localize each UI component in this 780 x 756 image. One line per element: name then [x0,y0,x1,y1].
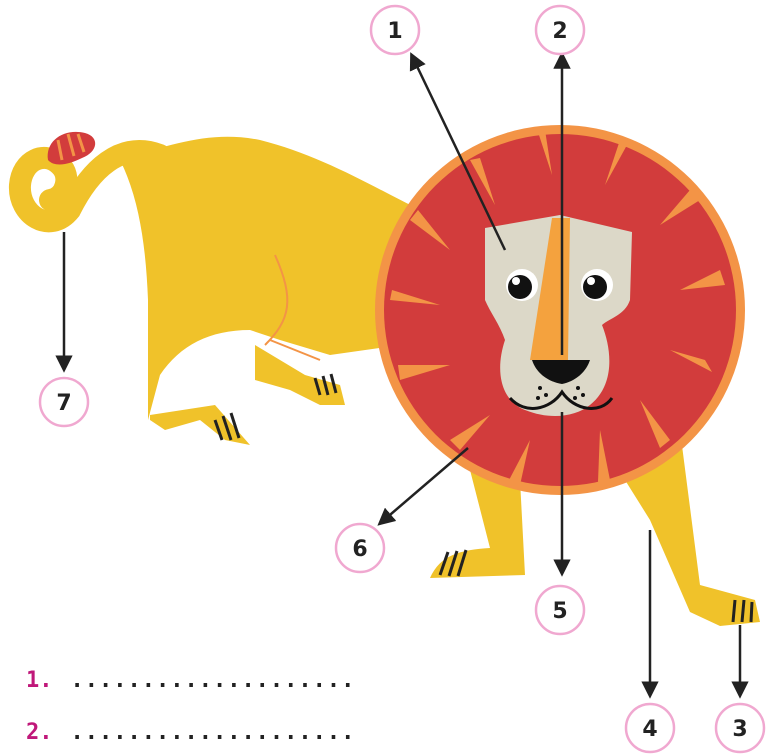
answer-line-1: 1..................... [26,668,355,693]
answer-blank-1[interactable]: .................... [71,668,356,693]
label-6: 6 [336,524,384,572]
label-1: 1 [371,6,419,54]
label-4-text: 4 [642,717,657,742]
label-2: 2 [536,6,584,54]
answer-number-2: 2. [26,720,53,745]
label-6-text: 6 [352,537,367,562]
label-4: 4 [626,704,674,752]
label-7: 7 [40,378,88,426]
answer-blank-2[interactable]: .................... [71,720,356,745]
label-3: 3 [716,704,764,752]
label-5: 5 [536,586,584,634]
arrow-6 [384,448,468,520]
answer-number-1: 1. [26,668,53,693]
answer-line-2: 2..................... [26,720,355,745]
label-5-text: 5 [552,599,567,624]
label-7-text: 7 [56,391,71,416]
label-1-text: 1 [387,19,402,44]
label-3-text: 3 [732,717,747,742]
label-2-text: 2 [552,19,567,44]
